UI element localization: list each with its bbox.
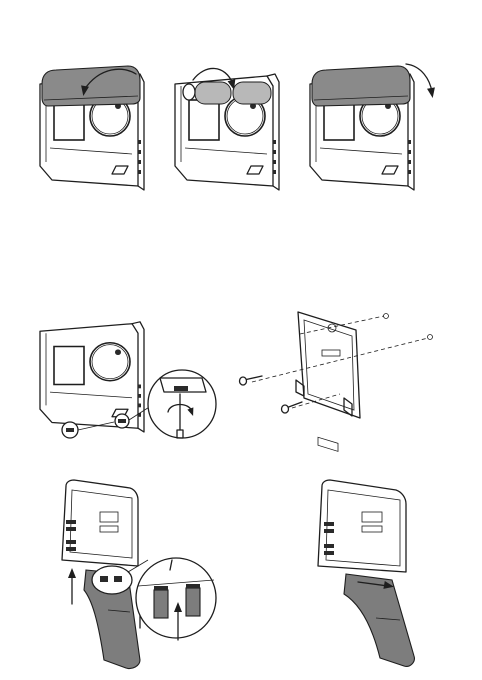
step-2-cover-split <box>175 68 279 190</box>
step-5-wall-plate <box>240 312 433 451</box>
slot-callout <box>92 566 132 594</box>
step-6-insert-cable <box>62 480 216 669</box>
screw-upper <box>240 376 263 385</box>
cover-left-part <box>195 82 231 104</box>
step-3-cover-rotate-away <box>310 64 437 190</box>
step-7-connect-cable <box>318 480 414 666</box>
screw-lower <box>282 402 303 413</box>
top-cover <box>42 66 140 106</box>
step-1-cover-rotate-front <box>40 66 144 190</box>
cover-right-part <box>233 82 271 104</box>
top-cover <box>312 66 410 106</box>
thermostat-body <box>40 322 144 432</box>
ribbon-cable <box>344 574 414 666</box>
step-4-release-clip <box>40 322 216 438</box>
magnified-slot-view <box>136 558 216 638</box>
